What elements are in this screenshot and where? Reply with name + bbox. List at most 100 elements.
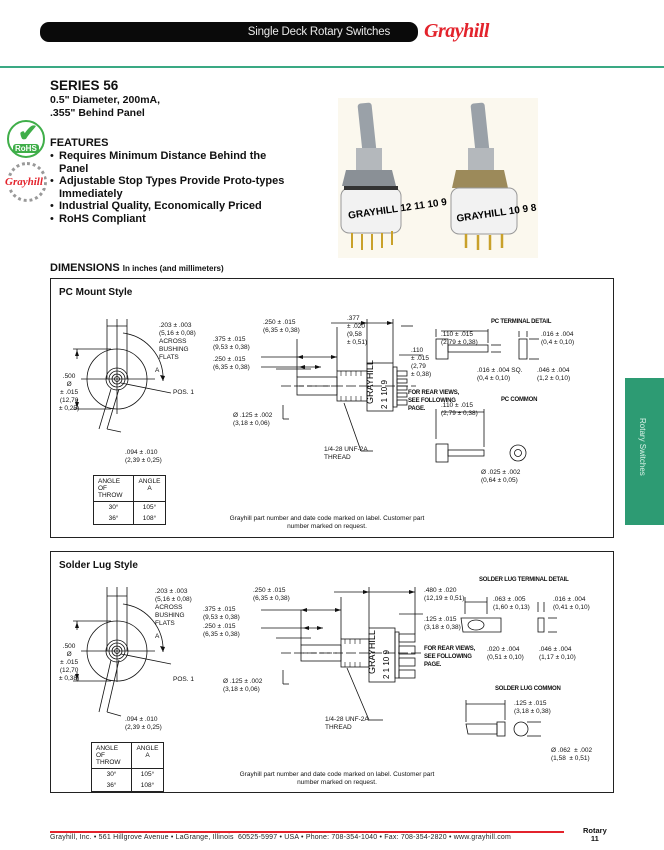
body-numbers: 2 1 10 9 (380, 380, 389, 409)
shaft-diameter-dim: Ø .125 ± .002 (3,18 ± 0,06) (233, 412, 273, 427)
footer-section: Rotary (583, 826, 607, 835)
rear-views-note: FOR REAR VIEWS, SEE FOLLOWING PAGE. (408, 390, 460, 412)
solder-terminal-width-dim: .046 ± .004 (1,17 ± 0,10) (539, 646, 576, 661)
pc-pins (396, 370, 408, 406)
body-label: GRAYHILL (367, 630, 377, 674)
diameter-dim: .500 Ø ± .015 (12,70 ± 0,25) (59, 373, 80, 412)
side-tab: Rotary Switches (625, 378, 664, 525)
gear-logo-icon: Grayhill (4, 162, 47, 202)
bushing-flats-dim: .203 ± .003 (5,16 ± 0,08) ACROSS BUSHING… (155, 588, 192, 627)
product-photo: GRAYHILL 12 11 10 9 GRAYHILL 10 9 8 (338, 98, 538, 258)
shaft-375-dim: .375 ± .015 (9,53 ± 0,38) (203, 606, 240, 621)
angle-table-cell: 108° (131, 780, 164, 792)
checkmark-icon: ✔ (18, 120, 39, 147)
bushing-250-dim: .250 ± .015 (6,35 ± 0,38) (263, 319, 300, 334)
angle-table-cell: 105° (133, 501, 166, 513)
angle-a-label: A (155, 367, 160, 374)
grayhill-logo: Grayhill (424, 20, 489, 42)
header-divider (0, 66, 664, 68)
pc-common-dia-dim: Ø .025 ± .002 (0,64 ± 0,05) (481, 469, 521, 484)
pc-mount-title: PC Mount Style (59, 287, 133, 298)
switch-left-icon: GRAYHILL 12 11 10 9 (340, 102, 448, 250)
page-label: Rotary 11 (583, 827, 607, 843)
rohs-badge-icon: ✔ RoHS (7, 120, 45, 158)
part-number-note: Grayhill part number and date code marke… (239, 771, 435, 786)
features-heading: FEATURES (50, 137, 109, 149)
shaft-250-dim: .250 ± .015 (6,35 ± 0,38) (203, 623, 240, 638)
dimensions-title: DIMENSIONS (50, 262, 120, 274)
diameter-dim: .500 Ø ± .015 (12,70 ± 0,38) (59, 643, 80, 682)
solder-terminal-detail-title: SOLDER LUG TERMINAL DETAIL (479, 577, 569, 583)
solder-terminal-thick-dim: .016 ± .004 (0,41 ± 0,10) (553, 596, 590, 611)
angle-table-cell: 36° (91, 780, 132, 792)
angle-table: ANGLE OF THROW ANGLE A 30° 105° 36° 108° (91, 742, 164, 792)
rohs-badge-text: RoHS (13, 144, 39, 153)
dimensions-heading: DIMENSIONS In inches (and millimeters) (50, 262, 224, 274)
rotary-switch-illustration: GRAYHILL 12 11 10 9 GRAYHILL 10 9 8 (340, 102, 538, 250)
solder-terminal-edge-dim: .020 ± .004 (0,51 ± 0,10) (487, 646, 524, 661)
side-tab-label: Rotary Switches (638, 418, 647, 476)
pc-common-length-dim: .110 ± .015 (2,79 ± 0,38) (441, 402, 478, 417)
thread-spec: 1/4-28 UNF-2A THREAD (325, 716, 369, 731)
pos1-label: POS. 1 (173, 389, 194, 396)
solder-lug-drawing: GRAYHILL 2 1 10 9 (73, 587, 557, 737)
bushing-250-dim: .250 ± .015 (6,35 ± 0,38) (253, 587, 290, 602)
solder-common-title: SOLDER LUG COMMON (495, 686, 561, 692)
shaft-375-dim: .375 ± .015 (9,53 ± 0,38) (213, 336, 250, 351)
terminal-110-dim: .110 ± .015 (2,79 ± 0,38) (411, 347, 432, 378)
rear-views-note: FOR REAR VIEWS, SEE FOLLOWING PAGE. (424, 646, 476, 668)
solder-common-length-dim: .125 ± .015 (3,18 ± 0,38) (514, 700, 551, 715)
series-title: SERIES 56 (50, 78, 119, 93)
page-number: 11 (590, 834, 599, 843)
shaft-diameter-dim: Ø .125 ± .002 (3,18 ± 0,06) (223, 678, 263, 693)
pc-terminal-thick-dim: .016 ± .004 (0,4 ± 0,10) (541, 331, 575, 346)
bushing-flats-dim: .203 ± .003 (5,16 ± 0,08) ACROSS BUSHING… (159, 322, 196, 361)
angle-table-cell: 30° (93, 501, 134, 513)
body-377-dim: .377 ± .020 (9,58 ± 0,51) (347, 315, 368, 346)
angle-table-cell: 105° (131, 768, 164, 780)
pc-common-title: PC COMMON (501, 397, 538, 403)
feature-item: Industrial Quality, Economically Priced (50, 200, 290, 213)
angle-table-header: ANGLE A (131, 742, 164, 769)
subtitle-line-2: .355" Behind Panel (50, 107, 145, 119)
pc-terminal-width-dim: .046 ± .004 (1,2 ± 0,10) (537, 367, 571, 382)
feature-item: RoHS Compliant (50, 213, 290, 226)
body-numbers: 2 1 10 9 (382, 650, 391, 679)
feature-item: Adjustable Stop Types Provide Proto-type… (50, 175, 290, 200)
body-480-dim: .480 ± .020 (12,19 ± 0,51) (424, 587, 465, 602)
solder-common-dia-dim: Ø .062 ± .002 (1,58 ± 0,51) (551, 747, 593, 762)
footer-divider (50, 831, 564, 833)
gear-logo-text: Grayhill (4, 176, 44, 188)
pc-terminal-sq-dim: .016 ± .004 SQ. (0,4 ± 0,10) (477, 367, 523, 382)
key-width-dim: .094 ± .010 (2,39 ± 0,25) (125, 716, 162, 731)
solder-terminal-hole-dim: .063 ± .005 (1,60 ± 0,13) (493, 596, 530, 611)
feature-item: Requires Minimum Distance Behind the Pan… (50, 150, 290, 175)
thread-spec: 1/4-28 UNF-2A THREAD (324, 446, 368, 461)
solder-lug-panel: Solder Lug Style (50, 551, 614, 793)
angle-table-cell: 36° (93, 513, 134, 525)
pc-mount-panel: PC Mount Style (50, 278, 614, 538)
angle-a-label: A (155, 633, 160, 640)
switch-right-icon: GRAYHILL 10 9 8 (450, 102, 538, 250)
pc-terminal-detail-title: PC TERMINAL DETAIL (491, 319, 552, 325)
section-title: Single Deck Rotary Switches (247, 26, 390, 38)
pos1-label: POS. 1 (173, 676, 194, 683)
footer-address: Grayhill, Inc. • 561 Hillgrove Avenue • … (50, 834, 512, 841)
subtitle-line-1: 0.5" Diameter, 200mA, (50, 94, 161, 106)
angle-table-cell: 108° (133, 513, 166, 525)
solder-lug-title: Solder Lug Style (59, 560, 138, 571)
angle-table-header: ANGLE OF THROW (93, 475, 134, 502)
key-width-dim: .094 ± .010 (2,39 ± 0,25) (125, 449, 162, 464)
angle-table-header: ANGLE A (133, 475, 166, 502)
lug-125-dim: .125 ± .015 (3,18 ± 0,38) (424, 616, 461, 631)
shaft-250-dim: .250 ± .015 (6,35 ± 0,38) (213, 356, 250, 371)
section-title-bar: Single Deck Rotary Switches (40, 22, 418, 42)
angle-table-cell: 30° (91, 768, 132, 780)
dimensions-units-note: In inches (and millimeters) (122, 264, 224, 273)
features-list: Requires Minimum Distance Behind the Pan… (50, 150, 290, 225)
pc-mount-drawing: GRAYHILL 2 1 10 9 (73, 319, 539, 463)
angle-table-header: ANGLE OF THROW (91, 742, 132, 769)
part-number-note: Grayhill part number and date code marke… (229, 515, 425, 530)
body-label: GRAYHILL (365, 360, 375, 404)
angle-table: ANGLE OF THROW ANGLE A 30° 105° 36° 108° (93, 475, 166, 525)
